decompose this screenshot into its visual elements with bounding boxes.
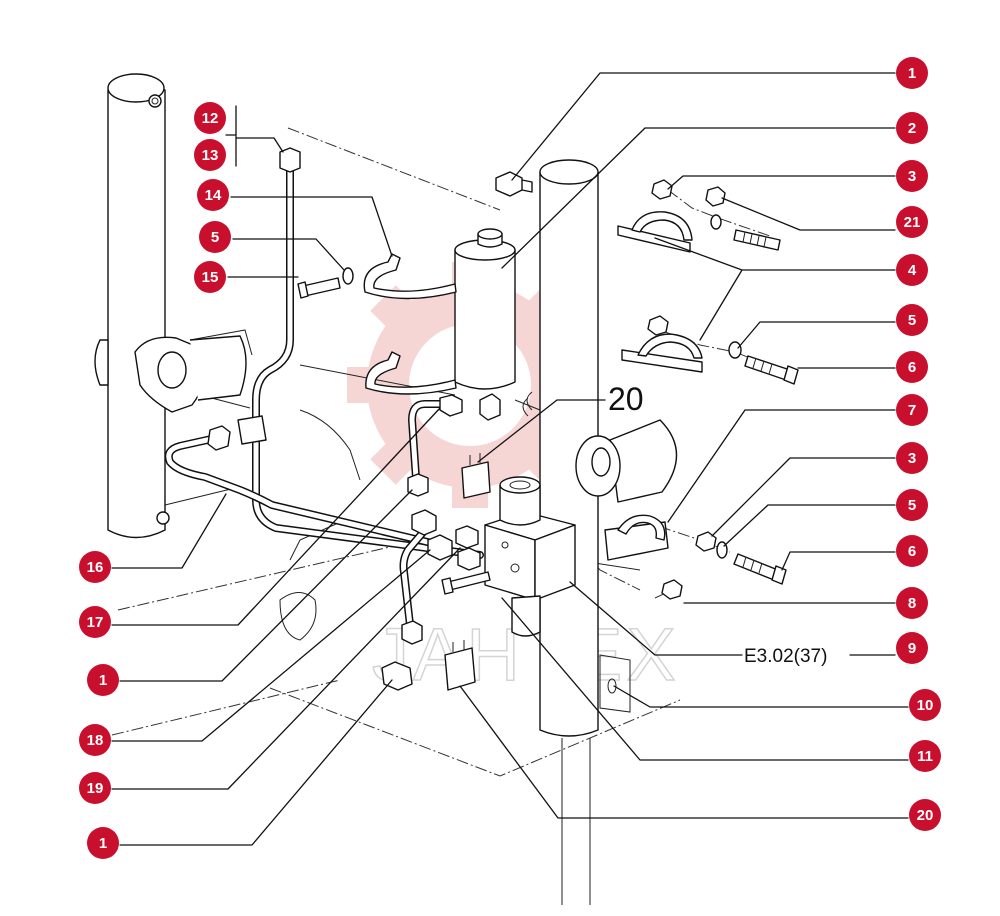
frame-structure — [164, 329, 641, 713]
left-bolt-assembly — [297, 267, 354, 299]
lower-right-clamp — [621, 315, 799, 385]
upper-right-clamp — [617, 179, 781, 253]
callout-1[interactable]: 1 — [87, 827, 119, 859]
callout-20[interactable]: 20 — [909, 799, 941, 831]
callout-label: 5 — [211, 229, 219, 246]
elbow-fitting-top — [495, 171, 533, 197]
fittings — [207, 147, 533, 691]
callout-3[interactable]: 3 — [896, 442, 928, 474]
callout-11[interactable]: 11 — [909, 740, 941, 772]
pipe-nut-mid — [407, 473, 429, 497]
callout-label: 9 — [908, 640, 916, 657]
callout-label: 5 — [908, 497, 916, 514]
lower-pipe-nut — [401, 620, 423, 645]
callout-label: 3 — [908, 168, 916, 185]
union-fitting-left — [237, 415, 267, 445]
callout-15[interactable]: 15 — [194, 261, 226, 293]
callout-3[interactable]: 3 — [896, 160, 928, 192]
callout-label: 3 — [908, 450, 916, 467]
pressure-switches — [444, 453, 491, 691]
callout-16[interactable]: 16 — [79, 551, 111, 583]
callout-8[interactable]: 8 — [896, 587, 928, 619]
callout-label: 12 — [202, 110, 219, 127]
leader-lines — [111, 72, 909, 846]
callout-label: 20 — [917, 807, 934, 824]
callout-5[interactable]: 5 — [896, 304, 928, 336]
block-fitting-c — [455, 525, 479, 549]
callout-label: 16 — [87, 559, 104, 576]
callout-12[interactable]: 12 — [194, 102, 226, 134]
callout-label: 2 — [908, 120, 916, 137]
reference-code-label: E3.02(37) — [744, 646, 827, 667]
fitting-nut-mid — [439, 394, 463, 417]
block-fitting-d — [457, 547, 481, 571]
callout-14[interactable]: 14 — [197, 179, 229, 211]
callout-4[interactable]: 4 — [896, 254, 928, 286]
pressure-switch-upper — [461, 461, 491, 499]
block-fitting-b — [427, 534, 453, 561]
callout-label: 14 — [205, 187, 222, 204]
callout-label: 6 — [908, 359, 916, 376]
callout-19[interactable]: 19 — [79, 772, 111, 804]
callout-label: 7 — [908, 402, 916, 419]
callout-21[interactable]: 21 — [896, 206, 928, 238]
callout-5[interactable]: 5 — [199, 221, 231, 253]
callout-17[interactable]: 17 — [79, 606, 111, 638]
left-pipe-nut — [207, 425, 231, 451]
callout-7[interactable]: 7 — [896, 394, 928, 426]
hydraulic-pipes — [164, 164, 484, 629]
right-cylinder — [522, 159, 678, 905]
callout-label: 17 — [87, 614, 104, 631]
callout-label: 19 — [87, 780, 104, 797]
callout-label: 1 — [99, 835, 107, 852]
accumulator-clamps — [363, 253, 457, 395]
top-pipe-nut — [279, 147, 301, 173]
accumulator — [454, 228, 516, 390]
middle-right-clamp — [604, 514, 787, 600]
callout-label: 1 — [908, 65, 916, 82]
callout-5[interactable]: 5 — [896, 489, 928, 521]
callout-18[interactable]: 18 — [79, 724, 111, 756]
callout-label: 11 — [917, 748, 933, 765]
callout-label: 13 — [202, 147, 219, 164]
callout-label: 15 — [202, 269, 219, 286]
callout-1[interactable]: 1 — [896, 57, 928, 89]
callout-6[interactable]: 6 — [896, 351, 928, 383]
switch-reference-label: 20 — [608, 381, 644, 417]
callout-13[interactable]: 13 — [194, 139, 226, 171]
left-cylinder — [94, 73, 247, 539]
valve-block — [441, 476, 576, 637]
callout-label: 5 — [908, 312, 916, 329]
callout-10[interactable]: 10 — [909, 689, 941, 721]
callout-label: 1 — [99, 672, 107, 689]
elbow-fitting-mid — [479, 393, 501, 421]
callout-label: 21 — [904, 214, 921, 231]
callout-label: 6 — [908, 543, 916, 560]
callout-6[interactable]: 6 — [896, 535, 928, 567]
callout-label: 8 — [908, 595, 916, 612]
callout-9[interactable]: 9 — [896, 632, 928, 664]
callout-1[interactable]: 1 — [87, 664, 119, 696]
callout-label: 4 — [908, 262, 917, 279]
pressure-switch-lower — [444, 647, 476, 691]
callout-label: 18 — [87, 732, 104, 749]
block-fitting-a — [411, 509, 437, 536]
callout-label: 10 — [917, 697, 934, 714]
callout-2[interactable]: 2 — [896, 112, 928, 144]
